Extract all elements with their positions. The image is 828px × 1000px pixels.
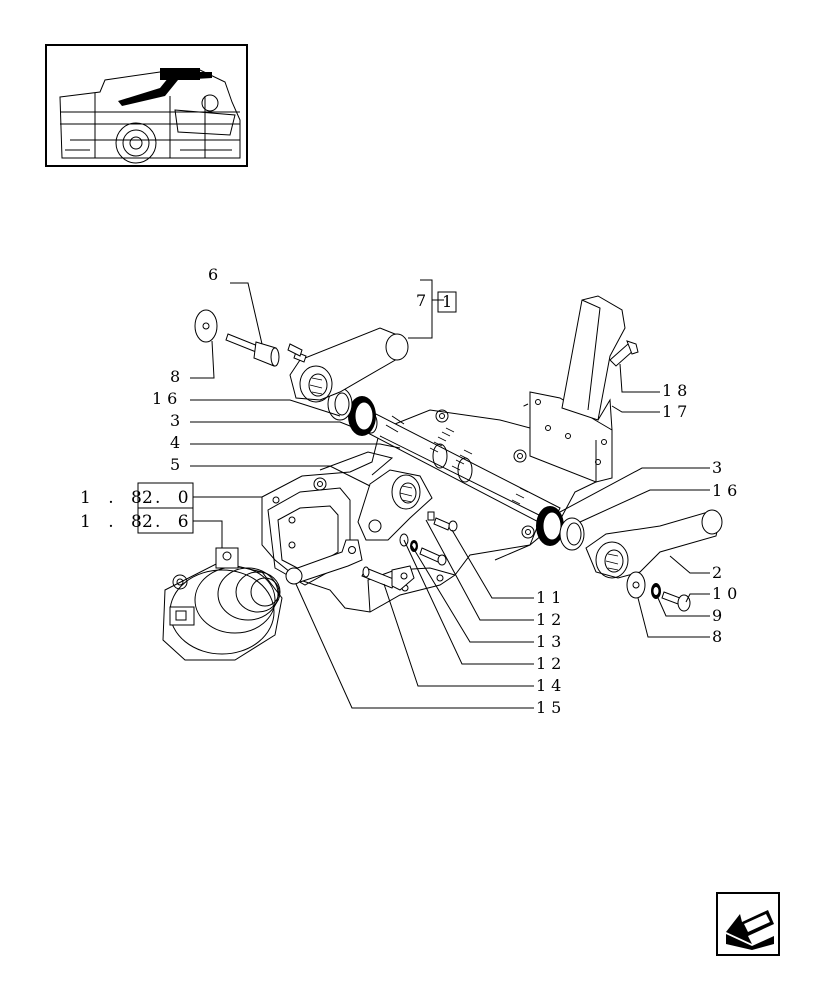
callout-9: 9 — [712, 606, 727, 625]
callout-8-top: 8 — [170, 367, 185, 386]
callout-2: 2 — [712, 563, 727, 582]
screw-13 — [419, 547, 447, 566]
lift-arm-left — [289, 327, 409, 403]
bolt-6 — [194, 309, 280, 367]
callout-11: 11 — [536, 588, 566, 607]
washer-9 — [651, 583, 661, 599]
callout-14: 14 — [536, 676, 566, 695]
inner-lever — [357, 469, 433, 541]
ref-a-boxed: 2 — [142, 488, 159, 508]
callout-15: 15 — [536, 698, 566, 717]
callout-16-left: 16 — [152, 389, 182, 408]
callout-16-right: 16 — [712, 481, 742, 500]
screw-11 — [427, 511, 458, 532]
washer-8-right — [626, 571, 646, 599]
roll-pin — [287, 343, 303, 357]
callout-3-right: 3 — [712, 458, 727, 477]
pin-14 — [361, 565, 415, 591]
ref-a-prefix: 1 . 8 — [80, 488, 148, 508]
callout-7-box: 1 — [442, 292, 457, 311]
callout-7: 7 — [416, 291, 431, 310]
bolt-18 — [609, 340, 639, 367]
callout-4: 4 — [170, 433, 185, 452]
callout-6: 6 — [208, 265, 223, 284]
callout-17: 17 — [662, 402, 692, 421]
seal-right — [536, 506, 585, 551]
callout-3-left: 3 — [170, 411, 185, 430]
control-bracket — [519, 295, 639, 483]
leader-lines — [190, 279, 710, 709]
seal-left — [327, 387, 376, 436]
callout-18: 18 — [662, 381, 692, 400]
washer-12 — [399, 533, 418, 552]
lift-arm-right — [585, 509, 723, 579]
callout-13: 13 — [536, 632, 566, 651]
cross-reference-1-82-0[interactable]: 1 . 8 2 . 0 — [80, 482, 195, 509]
callout-5: 5 — [170, 455, 185, 474]
callout-12-a: 12 — [536, 610, 566, 629]
callout-10: 10 — [712, 584, 742, 603]
pump-assembly — [162, 547, 283, 661]
callout-labels: 6 7 1 8 16 3 4 5 18 17 3 16 2 10 9 8 11 … — [152, 265, 742, 717]
callout-12-b: 12 — [536, 654, 566, 673]
locator-thumbnail-icon — [45, 44, 248, 167]
ref-b-suffix: . 6 — [155, 512, 195, 532]
ref-b-boxed: 2 — [142, 512, 159, 532]
cross-reference-1-82-6[interactable]: 1 . 8 2 . 6 — [80, 507, 195, 534]
callout-8-bottom: 8 — [712, 627, 727, 646]
ref-b-prefix: 1 . 8 — [80, 512, 148, 532]
previous-page-arrow-icon[interactable] — [716, 892, 780, 956]
ref-a-suffix: . 0 — [155, 488, 195, 508]
link-15 — [285, 539, 363, 585]
